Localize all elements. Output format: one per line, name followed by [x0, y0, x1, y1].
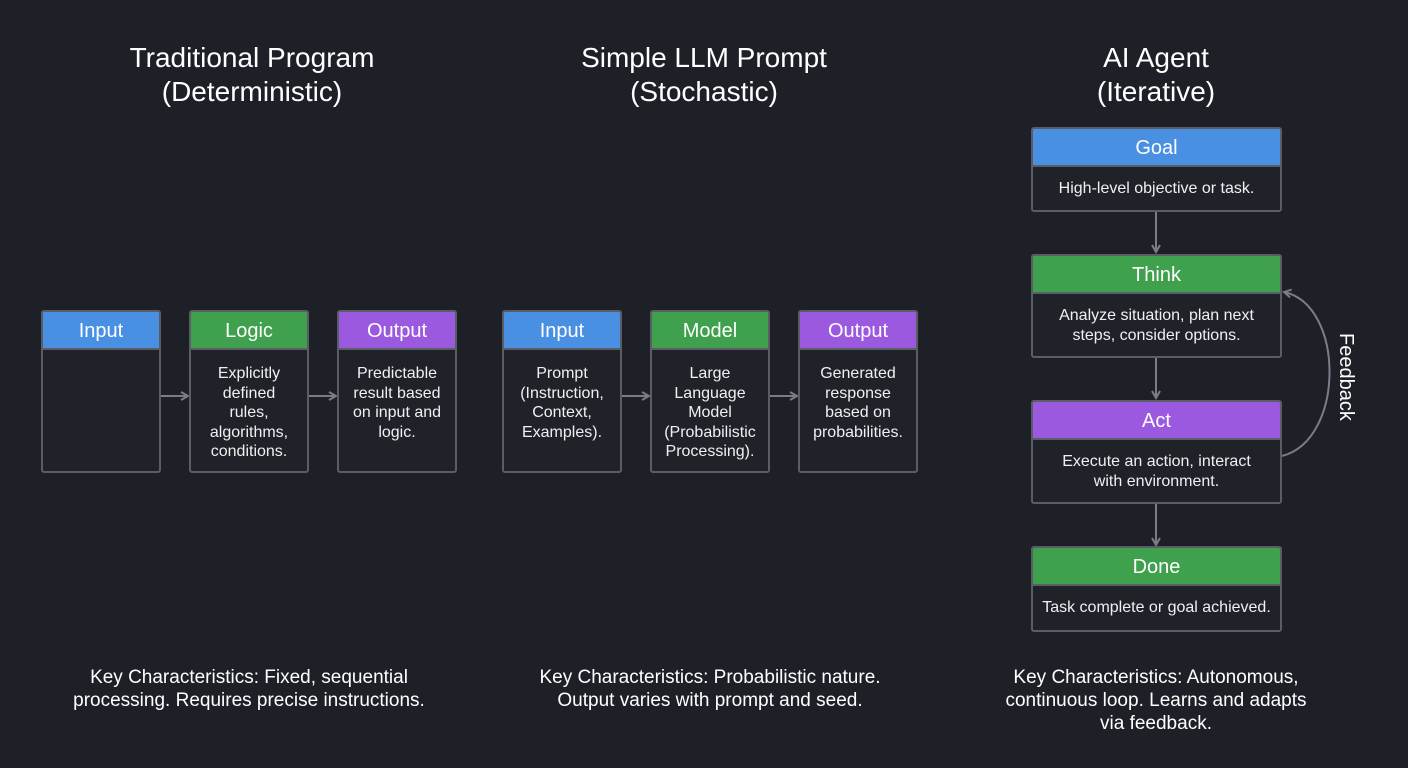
body-line: Predictable — [356, 365, 438, 382]
body-line: Examples). — [521, 423, 603, 441]
body-line: result based — [353, 384, 441, 402]
body-line: steps, consider options. — [1072, 326, 1241, 344]
key-line: Key Characteristics: Probabilistic natur… — [539, 667, 881, 688]
box-header: Act — [1033, 402, 1280, 440]
llm-model-box: Model Large Language Model (Probabilisti… — [650, 310, 770, 473]
box-body: Prompt (Instruction, Context, Examples). — [504, 350, 620, 442]
feedback-loop-arrow — [1281, 292, 1331, 457]
box-header: Output — [800, 312, 916, 350]
title-line: (Stochastic) — [630, 76, 778, 107]
body-line: probabilities. — [813, 423, 903, 441]
box-header: Output — [339, 312, 455, 350]
column-title-llm: Simple LLM Prompt (Stochastic) — [544, 41, 864, 109]
body-line: response — [825, 384, 891, 402]
title-line: AI Agent — [1103, 42, 1209, 73]
box-header: Input — [504, 312, 620, 350]
body-line: Generated — [820, 365, 896, 382]
title-line: (Iterative) — [1096, 76, 1216, 107]
box-header: Goal — [1033, 129, 1280, 167]
key-characteristics-agent: Key Characteristics: Autonomous, continu… — [986, 666, 1326, 735]
body-line: algorithms, — [209, 423, 289, 441]
key-line: Key Characteristics: Autonomous, — [1013, 667, 1299, 688]
body-line: Analyze situation, plan next — [1059, 307, 1254, 324]
body-line: based on — [825, 404, 891, 421]
llm-output-box: Output Generated response based on proba… — [798, 310, 918, 473]
body-line: on input and — [352, 404, 442, 421]
title-line: Simple LLM Prompt — [581, 42, 827, 73]
key-characteristics-llm: Key Characteristics: Probabilistic natur… — [500, 666, 920, 712]
key-line: processing. Requires precise instruction… — [73, 690, 425, 711]
body-line: conditions. — [210, 443, 288, 460]
key-line: Key Characteristics: Fixed, sequential — [90, 667, 408, 688]
body-line: Model — [688, 404, 732, 421]
body-line: with environment. — [1093, 472, 1220, 490]
box-header: Done — [1033, 548, 1280, 586]
box-header: Model — [652, 312, 768, 350]
box-header: Think — [1033, 256, 1280, 294]
body-line: Processing). — [665, 443, 755, 460]
agent-done-box: Done Task complete or goal achieved. — [1031, 546, 1282, 632]
title-line: (Deterministic) — [161, 76, 343, 107]
body-line: (Probabilistic — [664, 423, 756, 441]
key-line: via feedback. — [1100, 713, 1212, 734]
box-body: Predictable result based on input and lo… — [339, 350, 455, 442]
column-title-agent: AI Agent (Iterative) — [1036, 41, 1276, 109]
box-header: Input — [43, 312, 159, 350]
box-body: Analyze situation, plan next steps, cons… — [1033, 294, 1280, 345]
key-characteristics-traditional: Key Characteristics: Fixed, sequential p… — [40, 666, 458, 712]
agent-think-box: Think Analyze situation, plan next steps… — [1031, 254, 1282, 358]
body-line: Large — [689, 365, 731, 382]
box-body: Generated response based on probabilitie… — [800, 350, 916, 442]
body-line: rules, — [229, 404, 269, 421]
body-line: Explicitly — [217, 365, 281, 382]
body-line: defined — [222, 384, 276, 402]
box-body: Execute an action, interact with environ… — [1033, 440, 1280, 491]
title-line: Traditional Program — [129, 42, 375, 73]
body-line: High-level objective or task. — [1058, 180, 1255, 197]
key-line: continuous loop. Learns and adapts — [1005, 690, 1307, 711]
body-line: Task complete or goal achieved. — [1042, 599, 1271, 616]
box-body: High-level objective or task. — [1033, 167, 1280, 199]
body-line: Prompt — [536, 365, 588, 382]
traditional-logic-box: Logic Explicitly defined rules, algorith… — [189, 310, 309, 473]
key-line: Output varies with prompt and seed. — [557, 690, 863, 711]
box-body: Explicitly defined rules, algorithms, co… — [191, 350, 307, 462]
box-body: Large Language Model (Probabilistic Proc… — [652, 350, 768, 462]
body-line: Execute an action, interact — [1062, 453, 1251, 470]
box-body: Task complete or goal achieved. — [1033, 586, 1280, 618]
traditional-input-box: Input — [41, 310, 161, 473]
body-line: Language — [674, 384, 746, 402]
column-title-traditional: Traditional Program (Deterministic) — [92, 41, 412, 109]
agent-act-box: Act Execute an action, interact with env… — [1031, 400, 1282, 504]
body-line: (Instruction, — [520, 384, 604, 402]
box-header: Logic — [191, 312, 307, 350]
body-line: Context, — [532, 404, 592, 421]
agent-goal-box: Goal High-level objective or task. — [1031, 127, 1282, 212]
llm-input-box: Input Prompt (Instruction, Context, Exam… — [502, 310, 622, 473]
body-line: logic. — [378, 423, 416, 441]
traditional-output-box: Output Predictable result based on input… — [337, 310, 457, 473]
feedback-label: Feedback — [1335, 333, 1357, 421]
